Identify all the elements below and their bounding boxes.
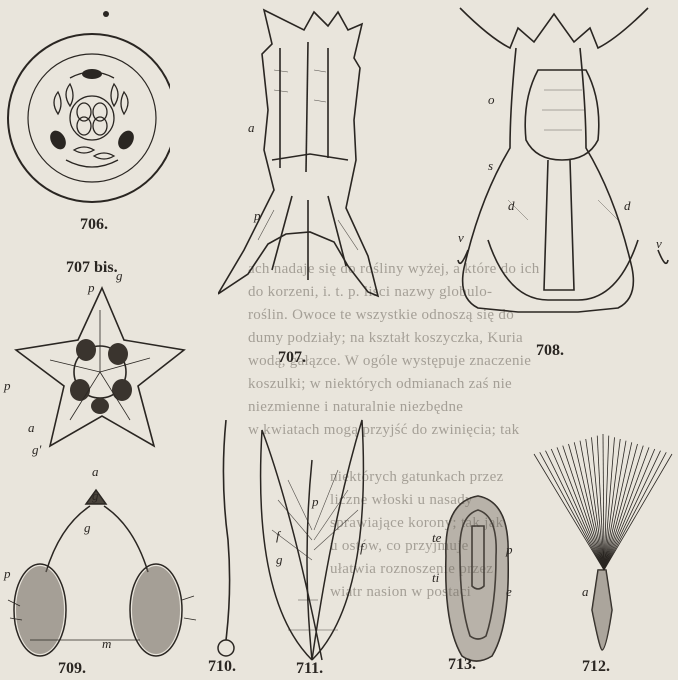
label-f: f [360,540,364,556]
label-d: d [508,198,515,214]
label-g-prime: g' [32,442,41,458]
figure-712-pappus: a 712. [528,420,678,680]
label-a: a [248,120,255,136]
pollinia-drawing [0,460,200,680]
label-a: a [582,584,589,600]
label-p: p [312,494,319,510]
figure-708-section: o s d d v v 708. [448,0,678,370]
label-d: d [624,198,631,214]
label-v: v [458,230,464,246]
figure-713-seed-section: te p ti e 713. [440,490,520,680]
pappus-ray [604,452,666,570]
pappus-ray [551,449,604,570]
figure-706-floral-diagram: 706. [0,0,170,240]
label-e: e [506,584,512,600]
figure-number: 712. [582,658,610,676]
pappus-ray [604,446,643,570]
figure-707bis-star-flower: g p p a g' [0,280,200,470]
star-flower-drawing [0,280,200,470]
label-p: p [88,280,95,296]
spikelet-drawing [248,410,378,680]
label-g: g [84,520,91,536]
pappus-ray [557,447,604,570]
figure-number: 711. [296,660,323,678]
label-g: g [116,268,123,284]
figure-number: 713. [448,656,476,674]
pappus-ray [604,451,661,570]
figure-710-stalk: 710. [196,420,256,680]
section-drawing [448,0,678,370]
label-a: a [92,464,99,480]
floral-diagram-drawing [0,0,170,240]
figure-709-pollinia: a g g p m 709. [0,460,200,680]
label-a: a [28,420,35,436]
label-g: g [276,552,283,568]
pappus-ray [546,451,605,570]
label-p: p [506,542,513,558]
label-p: p [4,378,11,394]
label-p: p [4,566,11,582]
pappus-drawing [528,420,678,680]
flower-drawing [218,0,418,370]
figure-number: 706. [80,216,108,234]
label-o: o [488,92,495,108]
label-g: g [92,488,99,504]
label-te: te [432,530,441,546]
stalk-drawing [196,420,256,680]
figure-707bis-number: 707 bis. [66,259,118,277]
figure-707-flower: a p 707. [218,0,418,370]
figure-number: 710. [208,658,236,676]
label-s: s [488,158,493,174]
figure-number: 709. [58,660,86,678]
figure-number: 707. [278,349,306,367]
label-ti: ti [432,570,439,586]
label-f: f [276,528,280,544]
label-m: m [102,636,111,652]
bg-text-line: koszulki; w niektórych odmianach zaś nie [248,373,668,396]
figure-711-spikelet: p f g f 711. [248,410,378,680]
label-v: v [656,236,662,252]
label-p: p [254,208,261,224]
figure-number: 708. [536,342,564,360]
